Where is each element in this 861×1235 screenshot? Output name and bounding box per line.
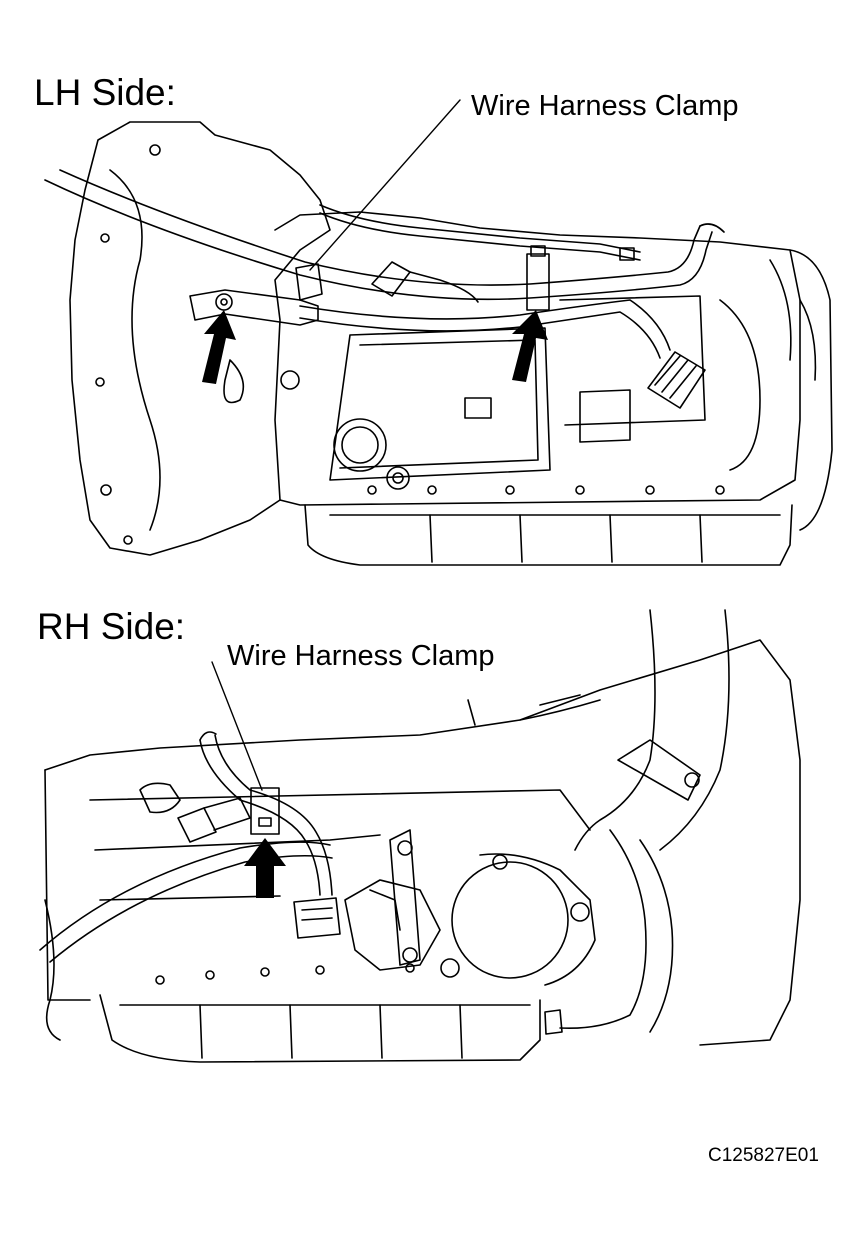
rh-wire-harness-clamp [251, 788, 279, 834]
rh-pipe-clamp [618, 740, 700, 800]
lh-wire-harness [45, 180, 712, 299]
lh-bell-housing [70, 122, 330, 555]
rh-wire-harness-clamp-callout: Wire Harness Clamp [227, 640, 495, 672]
lh-clamp-bracket [190, 290, 318, 325]
lh-wire-harness-clamp-callout: Wire Harness Clamp [471, 90, 739, 122]
lh-connector [648, 352, 705, 408]
lh-oil-pan [305, 505, 792, 565]
lh-wire-harness-clamp-left [296, 264, 322, 300]
rh-arrow [244, 838, 286, 898]
rh-transmission-case [45, 640, 800, 1045]
rh-filter-housing [452, 862, 568, 978]
lh-transmission-illustration [0, 0, 861, 600]
rh-callout-leader [212, 662, 262, 790]
lh-callout-leader [310, 100, 460, 270]
lh-wire-harness-clamp-center [527, 254, 549, 310]
lh-arrow-center [512, 310, 548, 382]
lh-arrow-left [202, 310, 236, 384]
rh-oil-pan [100, 995, 540, 1062]
lh-side-title: LH Side: [34, 72, 176, 113]
lh-transmission-case [275, 212, 800, 505]
rh-side-title: RH Side: [37, 606, 186, 647]
figure-code: C125827E01 [708, 1145, 819, 1166]
rh-wire-harness [200, 740, 320, 895]
rh-connector [294, 898, 340, 938]
